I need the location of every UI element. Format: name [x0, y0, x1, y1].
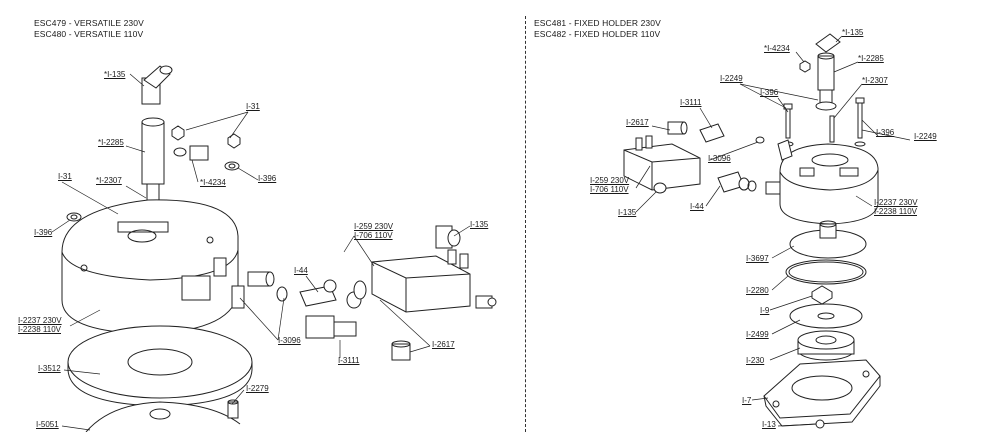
label-r-i2280: I-2280 [746, 286, 769, 295]
column-2285-right [800, 34, 840, 110]
label-r-i3697: I-3697 [746, 254, 769, 263]
left-assembly [52, 66, 496, 432]
label-r-i2285: *I-2285 [858, 54, 884, 63]
main-body-2237-right [766, 144, 878, 224]
right-header-line2: ESC482 - FIXED HOLDER 110V [534, 28, 661, 39]
label-i2279: I-2279 [246, 384, 269, 393]
right-header-line1: ESC481 - FIXED HOLDER 230V [534, 18, 661, 28]
ball-13 [816, 420, 824, 428]
label-i31-left: I-31 [58, 172, 72, 181]
nipple-2617 [392, 341, 410, 360]
label-r-i3111: I-3111 [680, 98, 702, 107]
page-divider [525, 16, 526, 432]
label-r-i2249-left: I-2249 [720, 74, 743, 83]
shower-plate-3697 [790, 221, 866, 258]
label-i3512: I-3512 [38, 364, 61, 373]
label-r-i7: I-7 [742, 396, 752, 405]
base-disc-3512 [68, 326, 252, 406]
label-i2237-2238: I-2237 230V I-2238 110V [18, 316, 62, 334]
label-r-i135-top: *I-135 [842, 28, 864, 37]
label-r-i2307: *I-2307 [862, 76, 888, 85]
left-header-line1: ESC479 - VERSATILE 230V [34, 18, 144, 28]
right-leader-lines [636, 36, 910, 426]
label-i396-right: I-396 [258, 174, 277, 183]
disc-2499 [790, 304, 862, 328]
elbow-fitting-135 [142, 66, 172, 104]
main-body-2237 [62, 200, 244, 334]
label-r-i2249-right: I-2249 [914, 132, 937, 141]
side-fittings-left [248, 272, 287, 301]
fitting-9 [812, 286, 832, 304]
label-i5051: I-5051 [36, 420, 59, 429]
label-r-i4234: *I-4234 [764, 44, 790, 53]
solenoid-valve [354, 250, 496, 312]
label-r-i259-706: I-259 230V I-706 110V [590, 176, 630, 194]
right-diagram-header: ESC481 - FIXED HOLDER 230V ESC482 - FIXE… [534, 18, 661, 39]
fitting-44-right [718, 172, 756, 192]
label-r-i2617: I-2617 [626, 118, 649, 127]
group-part-230 [798, 331, 854, 360]
label-r-i230: I-230 [746, 356, 765, 365]
fitting-44 [300, 280, 336, 306]
label-i135-top: *I-135 [104, 70, 126, 79]
gasket-2280 [786, 260, 866, 284]
label-i2285: *I-2285 [98, 138, 124, 147]
label-i4234: *I-4234 [200, 178, 226, 187]
label-r-i396-left: I-396 [760, 88, 779, 97]
label-r-i135-left: I-135 [618, 208, 637, 217]
bottom-housing-5051 [86, 400, 240, 432]
elbow-3111 [306, 292, 361, 338]
label-r-i9: I-9 [760, 306, 770, 315]
label-i2307: *I-2307 [96, 176, 122, 185]
label-r-i2499: I-2499 [746, 330, 769, 339]
left-header-line2: ESC480 - VERSATILE 110V [34, 28, 144, 39]
side-fittings-right [668, 122, 792, 160]
bracket-7 [764, 360, 880, 426]
elbow-fitting-135-right [436, 226, 460, 248]
label-i2617: I-2617 [432, 340, 455, 349]
right-assembly [624, 34, 910, 428]
label-r-i3096: I-3096 [708, 154, 731, 163]
solenoid-valve-right [624, 136, 700, 193]
label-i259-706: I-259 230V I-706 110V [354, 222, 394, 240]
label-i396-left: I-396 [34, 228, 53, 237]
label-i3111: I-3111 [338, 356, 360, 365]
label-i135-right: I-135 [470, 220, 489, 229]
label-r-i2237-2238: I-2237 230V I-2238 110V [874, 198, 918, 216]
label-i44: I-44 [294, 266, 308, 275]
label-i3096: I-3096 [278, 336, 301, 345]
left-diagram-header: ESC479 - VERSATILE 230V ESC480 - VERSATI… [34, 18, 144, 39]
label-r-i396-right: I-396 [876, 128, 895, 137]
label-r-i13: I-13 [762, 420, 776, 429]
label-i31-top: I-31 [246, 102, 260, 111]
label-r-i44: I-44 [690, 202, 704, 211]
left-leader-lines [52, 74, 470, 430]
